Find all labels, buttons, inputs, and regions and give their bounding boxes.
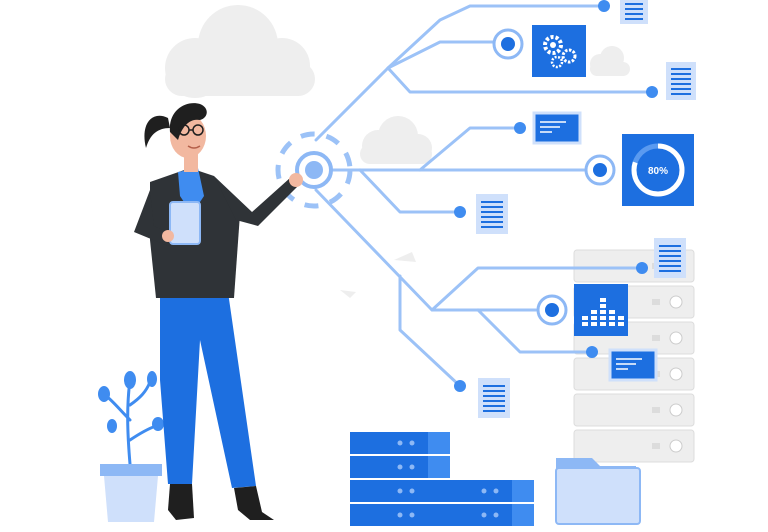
- gear-icon: [532, 25, 586, 77]
- data-node-icon: [454, 0, 658, 392]
- progress-ring-icon: 80%: [622, 134, 694, 206]
- tablet-icon: [169, 201, 201, 245]
- cloud-icon: [360, 116, 432, 164]
- window-panel-icon: [608, 348, 658, 382]
- network-lines: [314, 4, 654, 388]
- server-stack-icon: [350, 432, 534, 526]
- document-icon: [654, 238, 686, 278]
- cloud-icon: [590, 46, 630, 76]
- data-node-icon: [492, 28, 524, 60]
- data-node-icon: [536, 294, 568, 326]
- document-icon: [620, 0, 648, 24]
- cloud-icon: [165, 5, 315, 98]
- data-node-icon: [584, 154, 616, 186]
- progress-label: 80%: [648, 166, 668, 177]
- window-panel-icon: [532, 111, 582, 145]
- person-figure: [134, 103, 303, 520]
- document-icon: [476, 194, 508, 234]
- folder-icon: [555, 458, 641, 525]
- potted-plant-icon: [98, 371, 164, 522]
- bar-chart-icon: [574, 284, 628, 336]
- document-icon: [666, 62, 696, 100]
- data-node-icon: [275, 131, 353, 209]
- document-icon: [478, 378, 510, 418]
- decor-shape: [340, 252, 416, 298]
